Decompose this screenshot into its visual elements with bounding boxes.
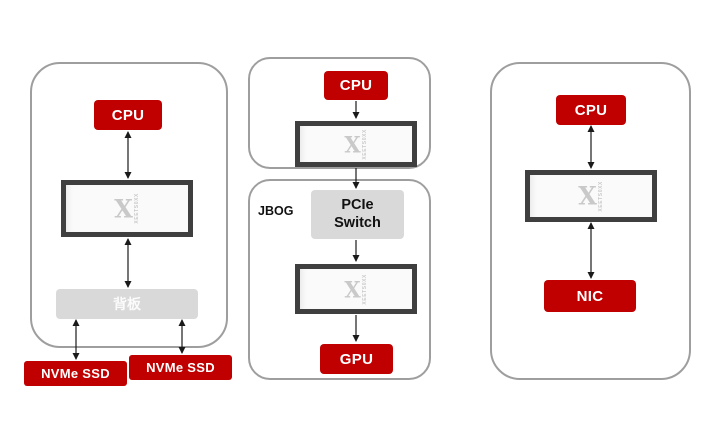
chip-x-logo: X: [114, 192, 133, 224]
chip-x-logo: X: [344, 130, 361, 158]
nvme-ssd-box-2: NVMe SSD: [129, 355, 232, 380]
chip-brand-vertical-text: XEETS0XX: [597, 180, 604, 212]
nvme-ssd-box-1: NVMe SSD: [24, 361, 127, 386]
chip-x-logo: X: [578, 180, 597, 211]
cpu-box-middle: CPU: [324, 71, 388, 100]
pcie-switch-label: PCIe Switch: [334, 197, 381, 231]
backplane-box: 背板: [56, 289, 198, 319]
pcie-switch-box: PCIe Switch: [311, 190, 404, 239]
nic-box: NIC: [544, 280, 636, 312]
chip-brand-vertical-text: XEETS0XX: [361, 273, 368, 305]
chip-brand-vertical-text: XEETS0XX: [361, 128, 368, 160]
cpu-box-left: CPU: [94, 100, 162, 130]
retimer-chip-middle-top: X XEETS0XX: [295, 121, 417, 167]
retimer-chip-middle-bottom: X XEETS0XX: [295, 264, 417, 314]
cpu-box-right: CPU: [556, 95, 626, 125]
chip-x-logo: X: [344, 275, 361, 303]
gpu-box: GPU: [320, 344, 393, 374]
retimer-chip-right: X XEETS0XX: [525, 170, 657, 222]
jbog-label: JBOG: [258, 204, 294, 218]
chip-brand-vertical-text: XEETS0XX: [133, 193, 140, 224]
retimer-chip-left: X XEETS0XX: [61, 180, 193, 237]
